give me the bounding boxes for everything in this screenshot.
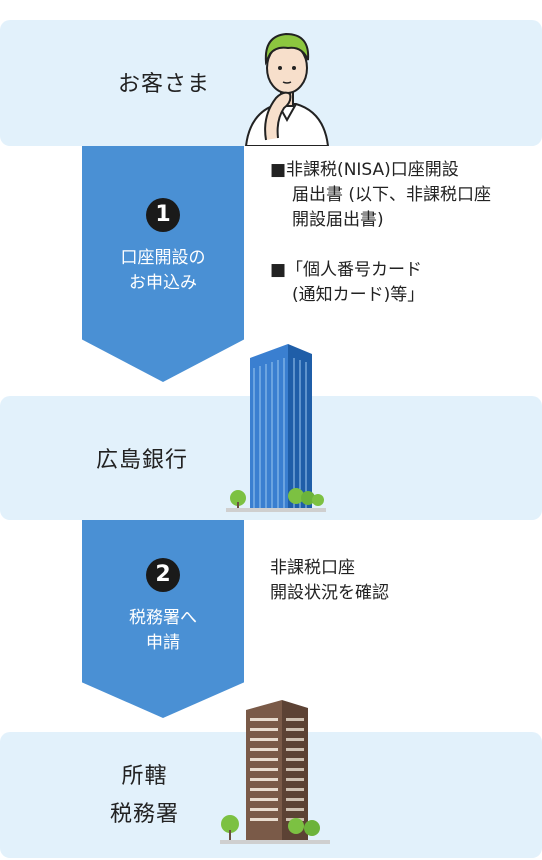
customer-label: お客さま xyxy=(118,72,211,97)
step2-label-line2: 申請 xyxy=(146,633,180,653)
step2-arrow xyxy=(82,520,244,718)
tax-office-label-line1: 所轄 xyxy=(121,764,168,789)
step2-number-icon: 2 xyxy=(146,558,180,592)
step1-label-line2: お申込み xyxy=(129,273,197,293)
tax-office-building-icon xyxy=(220,700,330,844)
step2-note: 非課税口座 開設状況を確認 xyxy=(270,556,389,606)
customer-band: お客さま xyxy=(0,20,542,146)
doc2-line2: (通知カード)等」 xyxy=(292,285,425,305)
doc1-line3: 開設届出書) xyxy=(292,210,384,230)
step1-label-line1: 口座開設の xyxy=(120,248,206,268)
tax-office-label: 所轄 税務署 xyxy=(110,758,179,834)
step2-note-line1: 非課税口座 xyxy=(270,558,355,578)
doc1-line2: 届出書 (以下、非課税口座 xyxy=(292,185,492,205)
doc1-line1: ■非課税(NISA)口座開設 xyxy=(270,160,459,180)
doc2-line1: ■「個人番号カード xyxy=(270,260,423,280)
step1-number-icon: 1 xyxy=(146,198,180,232)
step1-docs: ■非課税(NISA)口座開設 届出書 (以下、非課税口座 開設届出書) ■「個人… xyxy=(270,158,491,308)
bank-building-icon xyxy=(226,344,326,512)
step1-arrow xyxy=(82,146,244,382)
bank-label: 広島銀行 xyxy=(96,448,189,473)
tax-office-label-line2: 税務署 xyxy=(110,802,180,827)
step2-label: 税務署へ 申請 xyxy=(82,606,244,656)
step2-label-line1: 税務署へ xyxy=(129,608,197,628)
step1-label: 口座開設の お申込み xyxy=(82,246,244,296)
step2-note-line2: 開設状況を確認 xyxy=(270,583,389,603)
customer-person-icon xyxy=(244,32,330,146)
